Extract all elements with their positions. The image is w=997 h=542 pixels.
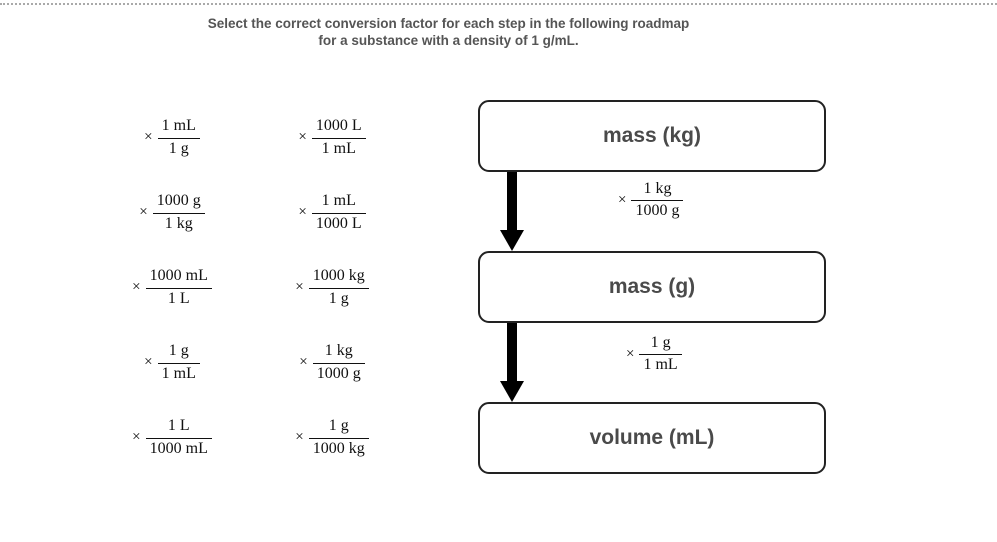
fraction-denominator: 1000 g [316, 364, 361, 382]
multiply-sign: × [144, 354, 153, 370]
fraction: 1 g 1 mL [157, 342, 200, 383]
fraction-denominator: 1 g [328, 289, 349, 307]
fraction: 1 mL 1000 L [311, 192, 366, 233]
fraction-numerator: 1000 L [311, 117, 366, 139]
question-title-line1: Select the correct conversion factor for… [207, 16, 690, 31]
fraction-denominator: 1 mL [321, 139, 356, 157]
fraction-numerator: 1 g [157, 342, 200, 364]
fraction: 1 kg 1000 g [312, 342, 365, 383]
conversion-option[interactable]: × 1 mL 1000 L [298, 192, 366, 233]
roadmap: mass (kg) × 1 kg 1000 g mass (g) × 1 g 1… [478, 100, 826, 475]
fraction-numerator: 1 mL [311, 192, 366, 214]
fraction-denominator: 1 mL [161, 364, 196, 382]
fraction: 1000 L 1 mL [311, 117, 366, 158]
roadmap-node-volume-ml: volume (mL) [478, 402, 826, 474]
step-1-conversion-factor[interactable]: × 1 kg 1000 g [618, 180, 684, 221]
arrow-down-icon [500, 381, 524, 402]
conversion-options-list: × 1 mL 1 g × 1000 L 1 mL × 1000 g 1 kg ×… [92, 100, 412, 475]
multiply-sign: × [132, 279, 141, 295]
multiply-sign: × [298, 204, 307, 220]
fraction-numerator: 1 kg [631, 180, 684, 202]
question-title-line2: for a substance with a density of 1 g/mL… [318, 33, 579, 48]
multiply-sign: × [139, 204, 148, 220]
top-divider [0, 3, 997, 5]
fraction-denominator: 1000 g [635, 202, 680, 220]
arrow-down-icon [507, 323, 517, 381]
fraction-numerator: 1 kg [312, 342, 365, 364]
fraction-numerator: 1 g [308, 417, 369, 439]
fraction-denominator: 1000 kg [312, 439, 365, 457]
conversion-option[interactable]: × 1000 mL 1 L [132, 267, 212, 308]
fraction-denominator: 1000 L [315, 214, 362, 232]
multiply-sign: × [132, 429, 141, 445]
fraction-numerator: 1 g [639, 334, 682, 356]
fraction: 1000 g 1 kg [152, 192, 205, 233]
fraction: 1 g 1000 kg [308, 417, 369, 458]
fraction: 1000 kg 1 g [308, 267, 369, 308]
roadmap-node-label: mass (g) [608, 275, 696, 298]
fraction: 1000 mL 1 L [145, 267, 212, 308]
fraction-numerator: 1000 kg [308, 267, 369, 289]
multiply-sign: × [298, 129, 307, 145]
multiply-sign: × [618, 191, 627, 208]
conversion-option[interactable]: × 1 mL 1 g [144, 117, 200, 158]
arrow-down-icon [500, 230, 524, 251]
fraction-numerator: 1 mL [157, 117, 200, 139]
fraction-numerator: 1000 g [152, 192, 205, 214]
fraction: 1 kg 1000 g [631, 180, 684, 221]
multiply-sign: × [626, 345, 635, 362]
conversion-option[interactable]: × 1 g 1000 kg [295, 417, 369, 458]
fraction-denominator: 1 mL [643, 356, 678, 374]
question-title: Select the correct conversion factor for… [0, 15, 897, 49]
roadmap-node-label: mass (kg) [602, 124, 702, 147]
fraction-denominator: 1 kg [164, 214, 193, 232]
fraction: 1 g 1 mL [639, 334, 682, 375]
roadmap-node-mass-g: mass (g) [478, 251, 826, 323]
conversion-option[interactable]: × 1000 kg 1 g [295, 267, 369, 308]
roadmap-node-label: volume (mL) [589, 426, 715, 449]
fraction-denominator: 1 L [167, 289, 190, 307]
multiply-sign: × [295, 279, 304, 295]
conversion-option[interactable]: × 1 g 1 mL [144, 342, 200, 383]
multiply-sign: × [299, 354, 308, 370]
roadmap-node-mass-kg: mass (kg) [478, 100, 826, 172]
fraction-denominator: 1000 mL [149, 439, 208, 457]
multiply-sign: × [295, 429, 304, 445]
conversion-option[interactable]: × 1 L 1000 mL [132, 417, 212, 458]
multiply-sign: × [144, 129, 153, 145]
fraction: 1 mL 1 g [157, 117, 200, 158]
fraction-numerator: 1 L [145, 417, 212, 439]
conversion-option[interactable]: × 1000 g 1 kg [139, 192, 205, 233]
conversion-option[interactable]: × 1000 L 1 mL [298, 117, 366, 158]
conversion-option[interactable]: × 1 kg 1000 g [299, 342, 365, 383]
step-2-conversion-factor[interactable]: × 1 g 1 mL [626, 334, 682, 375]
fraction-numerator: 1000 mL [145, 267, 212, 289]
fraction-denominator: 1 g [168, 139, 189, 157]
arrow-down-icon [507, 172, 517, 230]
fraction: 1 L 1000 mL [145, 417, 212, 458]
